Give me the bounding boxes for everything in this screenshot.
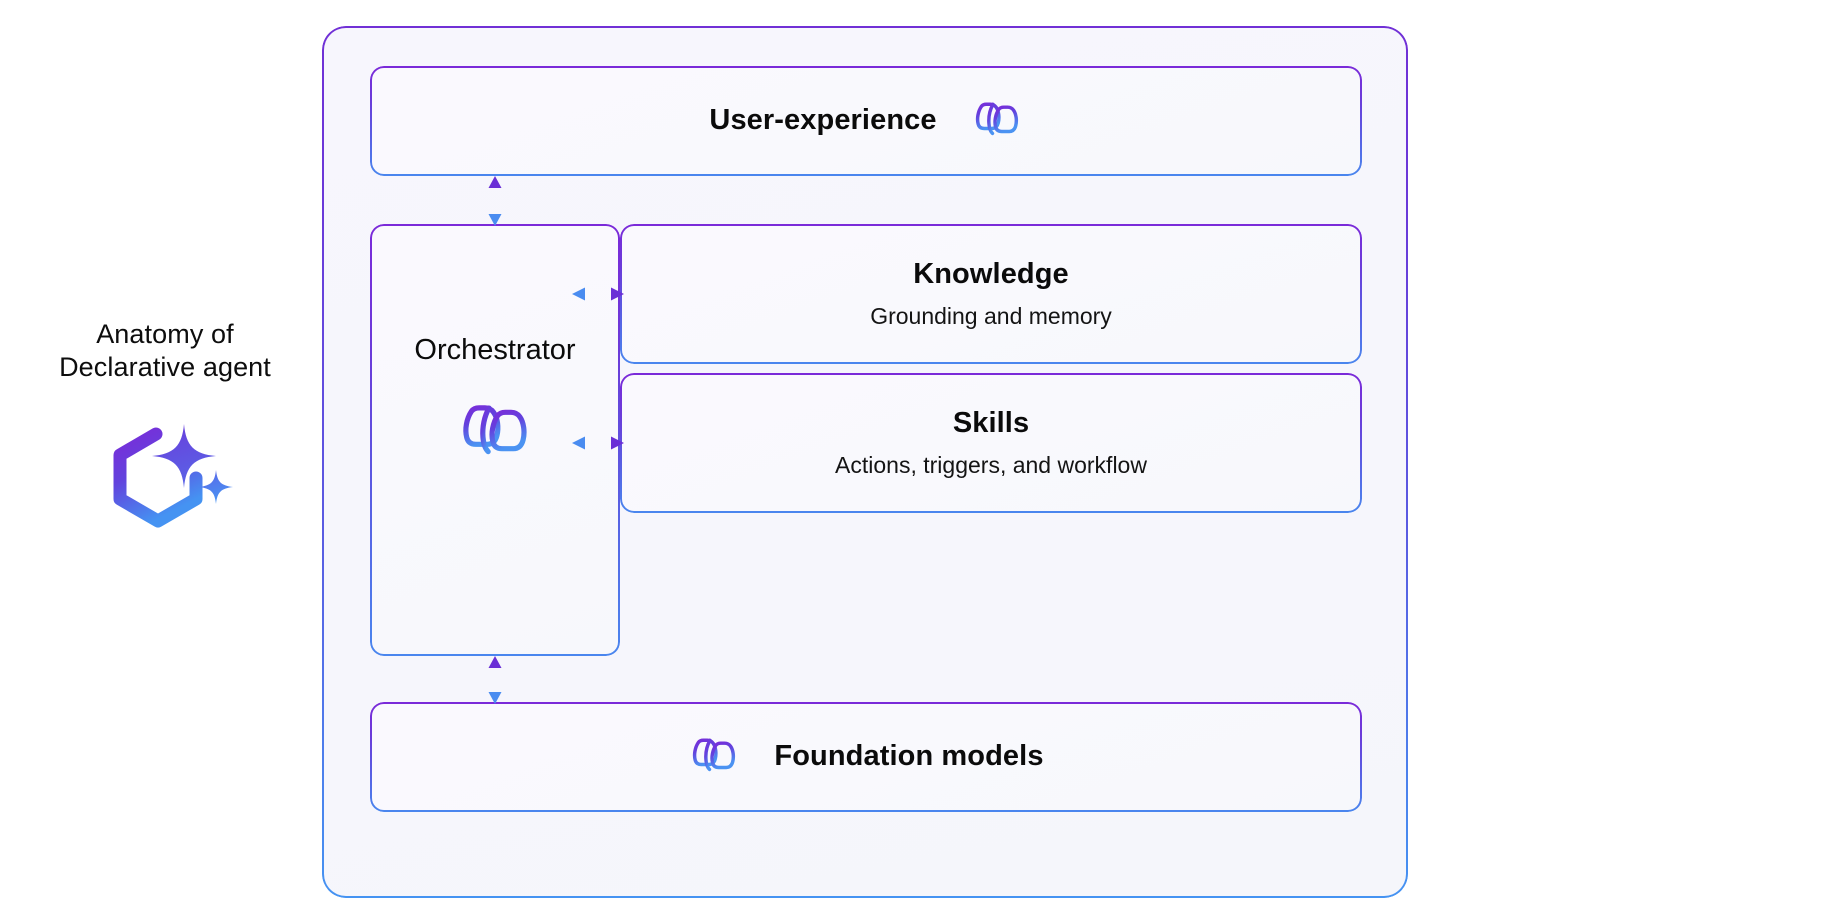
card-skills[interactable]: Skills Actions, triggers, and workflow [620,373,1362,513]
card-user-experience[interactable]: User-experience [370,66,1362,176]
agent-architecture-panel: User-experience Orchestrator [322,26,1408,898]
connector-orchestrator-to-knowledge [572,281,624,307]
page-title: Anatomy of Declarative agent [59,319,271,382]
card-skills-subtitle: Actions, triggers, and workflow [835,451,1147,478]
card-foundation-models-title: Foundation models [774,740,1044,773]
copilot-icon [456,391,534,474]
legend-block: Anatomy of Declarative agent [30,318,300,550]
connector-orchestrator-to-foundation-models [482,656,508,704]
card-orchestrator[interactable]: Orchestrator [370,224,620,656]
hexagon-sparkle-icon [30,422,300,550]
card-knowledge-title: Knowledge [913,257,1069,290]
card-orchestrator-title: Orchestrator [414,334,576,366]
copilot-icon [688,729,740,786]
card-knowledge[interactable]: Knowledge Grounding and memory [620,224,1362,364]
connector-ux-to-orchestrator [482,176,508,226]
connector-orchestrator-to-skills [572,430,624,456]
card-knowledge-subtitle: Grounding and memory [870,302,1112,329]
card-user-experience-title: User-experience [709,104,937,137]
card-skills-title: Skills [952,406,1030,439]
card-foundation-models[interactable]: Foundation models [370,702,1362,812]
copilot-icon [971,93,1023,150]
